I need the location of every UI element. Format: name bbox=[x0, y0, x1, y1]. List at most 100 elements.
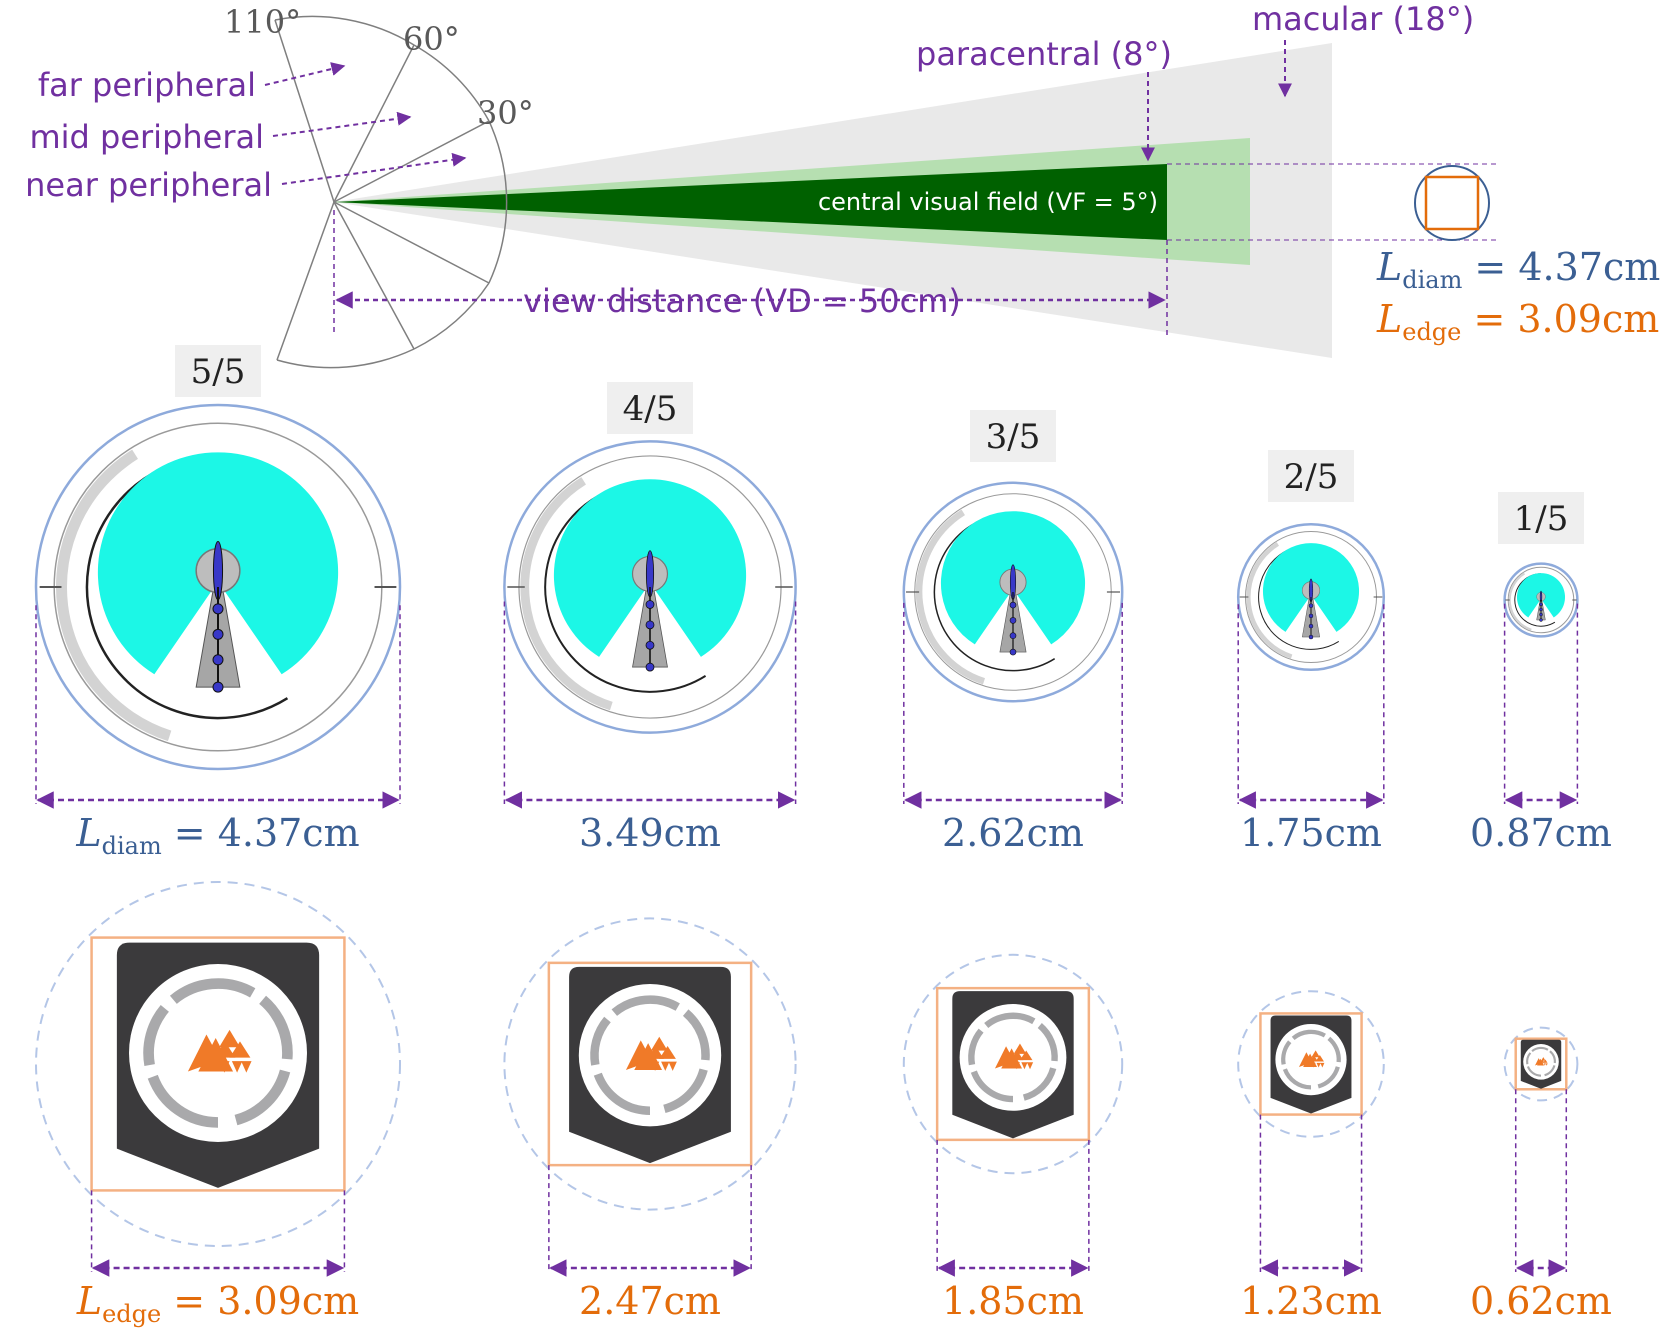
gauge-chain-dot-1-1 bbox=[212, 603, 224, 615]
level-box-2 bbox=[607, 382, 693, 434]
badge-ring-segment-2-2 bbox=[682, 1009, 710, 1061]
badge-logo-triangle-5-7 bbox=[1543, 1063, 1546, 1066]
gauge-5: 1/5 bbox=[1498, 492, 1584, 809]
view-distance-dimension bbox=[333, 210, 1168, 335]
badge-4 bbox=[1237, 990, 1385, 1277]
diameter-dimension-5 bbox=[1503, 603, 1579, 809]
badge-ring-segment-4-1 bbox=[1291, 1029, 1326, 1041]
legend-diameter-circle bbox=[1414, 165, 1490, 241]
badge-ring-segment-3-5 bbox=[968, 1028, 984, 1066]
diameter-label-4: 1.75cm bbox=[1240, 811, 1382, 855]
diameter-label-3: 2.62cm bbox=[942, 811, 1084, 855]
gauge-progress-arc-2 bbox=[520, 477, 613, 711]
badge-logo-triangle-2-4 bbox=[647, 1045, 664, 1059]
badge-ring-segment-4-4 bbox=[1282, 1068, 1312, 1090]
diameter-label-1-symbol: L bbox=[75, 811, 101, 855]
central-visual-field-cone bbox=[334, 164, 1167, 240]
legend-guides bbox=[1167, 163, 1500, 241]
diameter-labels: Ldiam = 4.37cm 3.49cm 2.62cm 1.75cm 0.87… bbox=[75, 811, 1612, 860]
far-peripheral-label: far peripheral bbox=[38, 66, 256, 104]
level-box-1 bbox=[175, 345, 261, 397]
badge-ring-segment-3-2 bbox=[1037, 1023, 1058, 1062]
badge-logo-triangle-3-8 bbox=[1026, 1062, 1034, 1070]
edge-label-4: 1.23cm bbox=[1240, 1279, 1382, 1323]
gauge-chain-dot-3-1 bbox=[1009, 601, 1017, 609]
fan-arc-outer bbox=[274, 15, 415, 46]
diameter-dimension-1 bbox=[35, 605, 401, 809]
badge-logo-triangle-2-8 bbox=[668, 1061, 677, 1071]
badge-3 bbox=[902, 953, 1124, 1277]
fan-ray-110 bbox=[274, 19, 335, 203]
fan-ray-30 bbox=[333, 120, 490, 203]
badge-logo-triangle-2-6 bbox=[650, 1061, 660, 1071]
badge-logo-triangle-2-5 bbox=[659, 1045, 676, 1059]
diameter-label-5: 0.87cm bbox=[1470, 811, 1612, 855]
badge-ring-segment-2-3 bbox=[663, 1068, 708, 1113]
level-box-5 bbox=[1498, 492, 1584, 544]
badge-logo-triangle-1-6 bbox=[219, 1061, 230, 1073]
edge-label-1-value: = 3.09cm bbox=[161, 1279, 359, 1323]
edge-dimension-5 bbox=[1514, 1089, 1568, 1277]
badge-ring-segment-1-1 bbox=[169, 978, 256, 1005]
gauge-chain-dot-5-2 bbox=[1539, 607, 1543, 612]
badge-row bbox=[35, 881, 1579, 1277]
fan-ray-60 bbox=[333, 44, 415, 203]
diameter-dimension-4 bbox=[1237, 604, 1385, 809]
fan-arc-inner bbox=[488, 120, 508, 284]
badge-logo-triangle-4-6 bbox=[1311, 1062, 1316, 1068]
badge-ring-segment-2-1 bbox=[611, 995, 680, 1017]
view-distance-label: view distance (VD = 50cm) bbox=[523, 282, 961, 320]
edge-label-1-sub: edge bbox=[102, 1300, 161, 1328]
fan-ray-110-lower bbox=[276, 201, 335, 361]
fan-ray-60-lower bbox=[333, 201, 415, 350]
level-box-4 bbox=[1268, 450, 1354, 502]
badge-ring-segment-2-5 bbox=[590, 1016, 611, 1066]
legend-edge-square bbox=[1424, 175, 1480, 231]
diameter-label-1: Ldiam = 4.37cm bbox=[75, 811, 359, 860]
badge-ring-segment-4-2 bbox=[1327, 1036, 1341, 1063]
gauge-chain-dot-1-2 bbox=[212, 628, 224, 640]
badge-logo-triangle-2-7 bbox=[661, 1061, 670, 1071]
edge-label-3: 1.85cm bbox=[942, 1279, 1084, 1323]
badge-2 bbox=[503, 917, 797, 1277]
badge-ring-segment-5-2 bbox=[1549, 1050, 1556, 1064]
gauge-progress-arc-3 bbox=[915, 509, 986, 685]
badge-ring-segment-3-4 bbox=[970, 1070, 1014, 1103]
gauge-1: 5/5 bbox=[34, 345, 402, 809]
badge-edge-square-4 bbox=[1259, 1012, 1363, 1116]
edge-label-2: 2.47cm bbox=[579, 1279, 721, 1323]
level-box-3 bbox=[970, 410, 1056, 462]
edge-dimension-1 bbox=[90, 1190, 346, 1277]
gauge-chain-dot-4-3 bbox=[1308, 623, 1314, 629]
level-label-1: 5/5 bbox=[191, 352, 246, 392]
angle-30-label: 30° bbox=[477, 94, 534, 132]
badge-dashed-circle-1 bbox=[35, 881, 401, 1247]
badge-ring-segment-5-5 bbox=[1526, 1052, 1532, 1065]
badge-ring-segment-3-1 bbox=[984, 1012, 1036, 1029]
diameter-dimension-3 bbox=[903, 602, 1123, 809]
legend-diameter-value: = 4.37cm bbox=[1462, 245, 1660, 289]
gauge-chain-dot-3-4 bbox=[1009, 648, 1017, 656]
badge-ring-segment-4-3 bbox=[1317, 1066, 1340, 1089]
mid-peripheral-label: mid peripheral bbox=[29, 118, 264, 156]
fan-arc-mid bbox=[413, 44, 490, 122]
badge-5 bbox=[1503, 1026, 1579, 1277]
gauge-4: 2/5 bbox=[1236, 450, 1386, 809]
gauge-chain-dot-4-4 bbox=[1308, 634, 1314, 640]
gauge-chain-dot-1-3 bbox=[212, 654, 224, 666]
fan-ray-30-lower bbox=[333, 201, 490, 284]
badge-logo-triangle-3-4 bbox=[1010, 1050, 1024, 1061]
gauge-chain-dot-5-3 bbox=[1539, 612, 1543, 617]
badge-edge-square-2 bbox=[547, 961, 753, 1167]
gauge-row: 5/54/53/52/51/5 bbox=[34, 345, 1584, 809]
gauge-chain-dot-4-2 bbox=[1308, 613, 1314, 619]
badge-ring-segment-1-2 bbox=[259, 995, 293, 1060]
badge-ring-segment-4-5 bbox=[1281, 1040, 1292, 1065]
badge-ring-segment-5-1 bbox=[1531, 1046, 1549, 1053]
diameter-label-1-sub: diam bbox=[102, 832, 162, 860]
edge-label-1-symbol: L bbox=[76, 1279, 102, 1323]
macular-label: macular (18°) bbox=[1252, 0, 1474, 38]
gauge-chain-dot-2-3 bbox=[645, 640, 655, 650]
legend-edge-sub: edge bbox=[1402, 318, 1461, 346]
angle-60-label: 60° bbox=[403, 20, 460, 58]
